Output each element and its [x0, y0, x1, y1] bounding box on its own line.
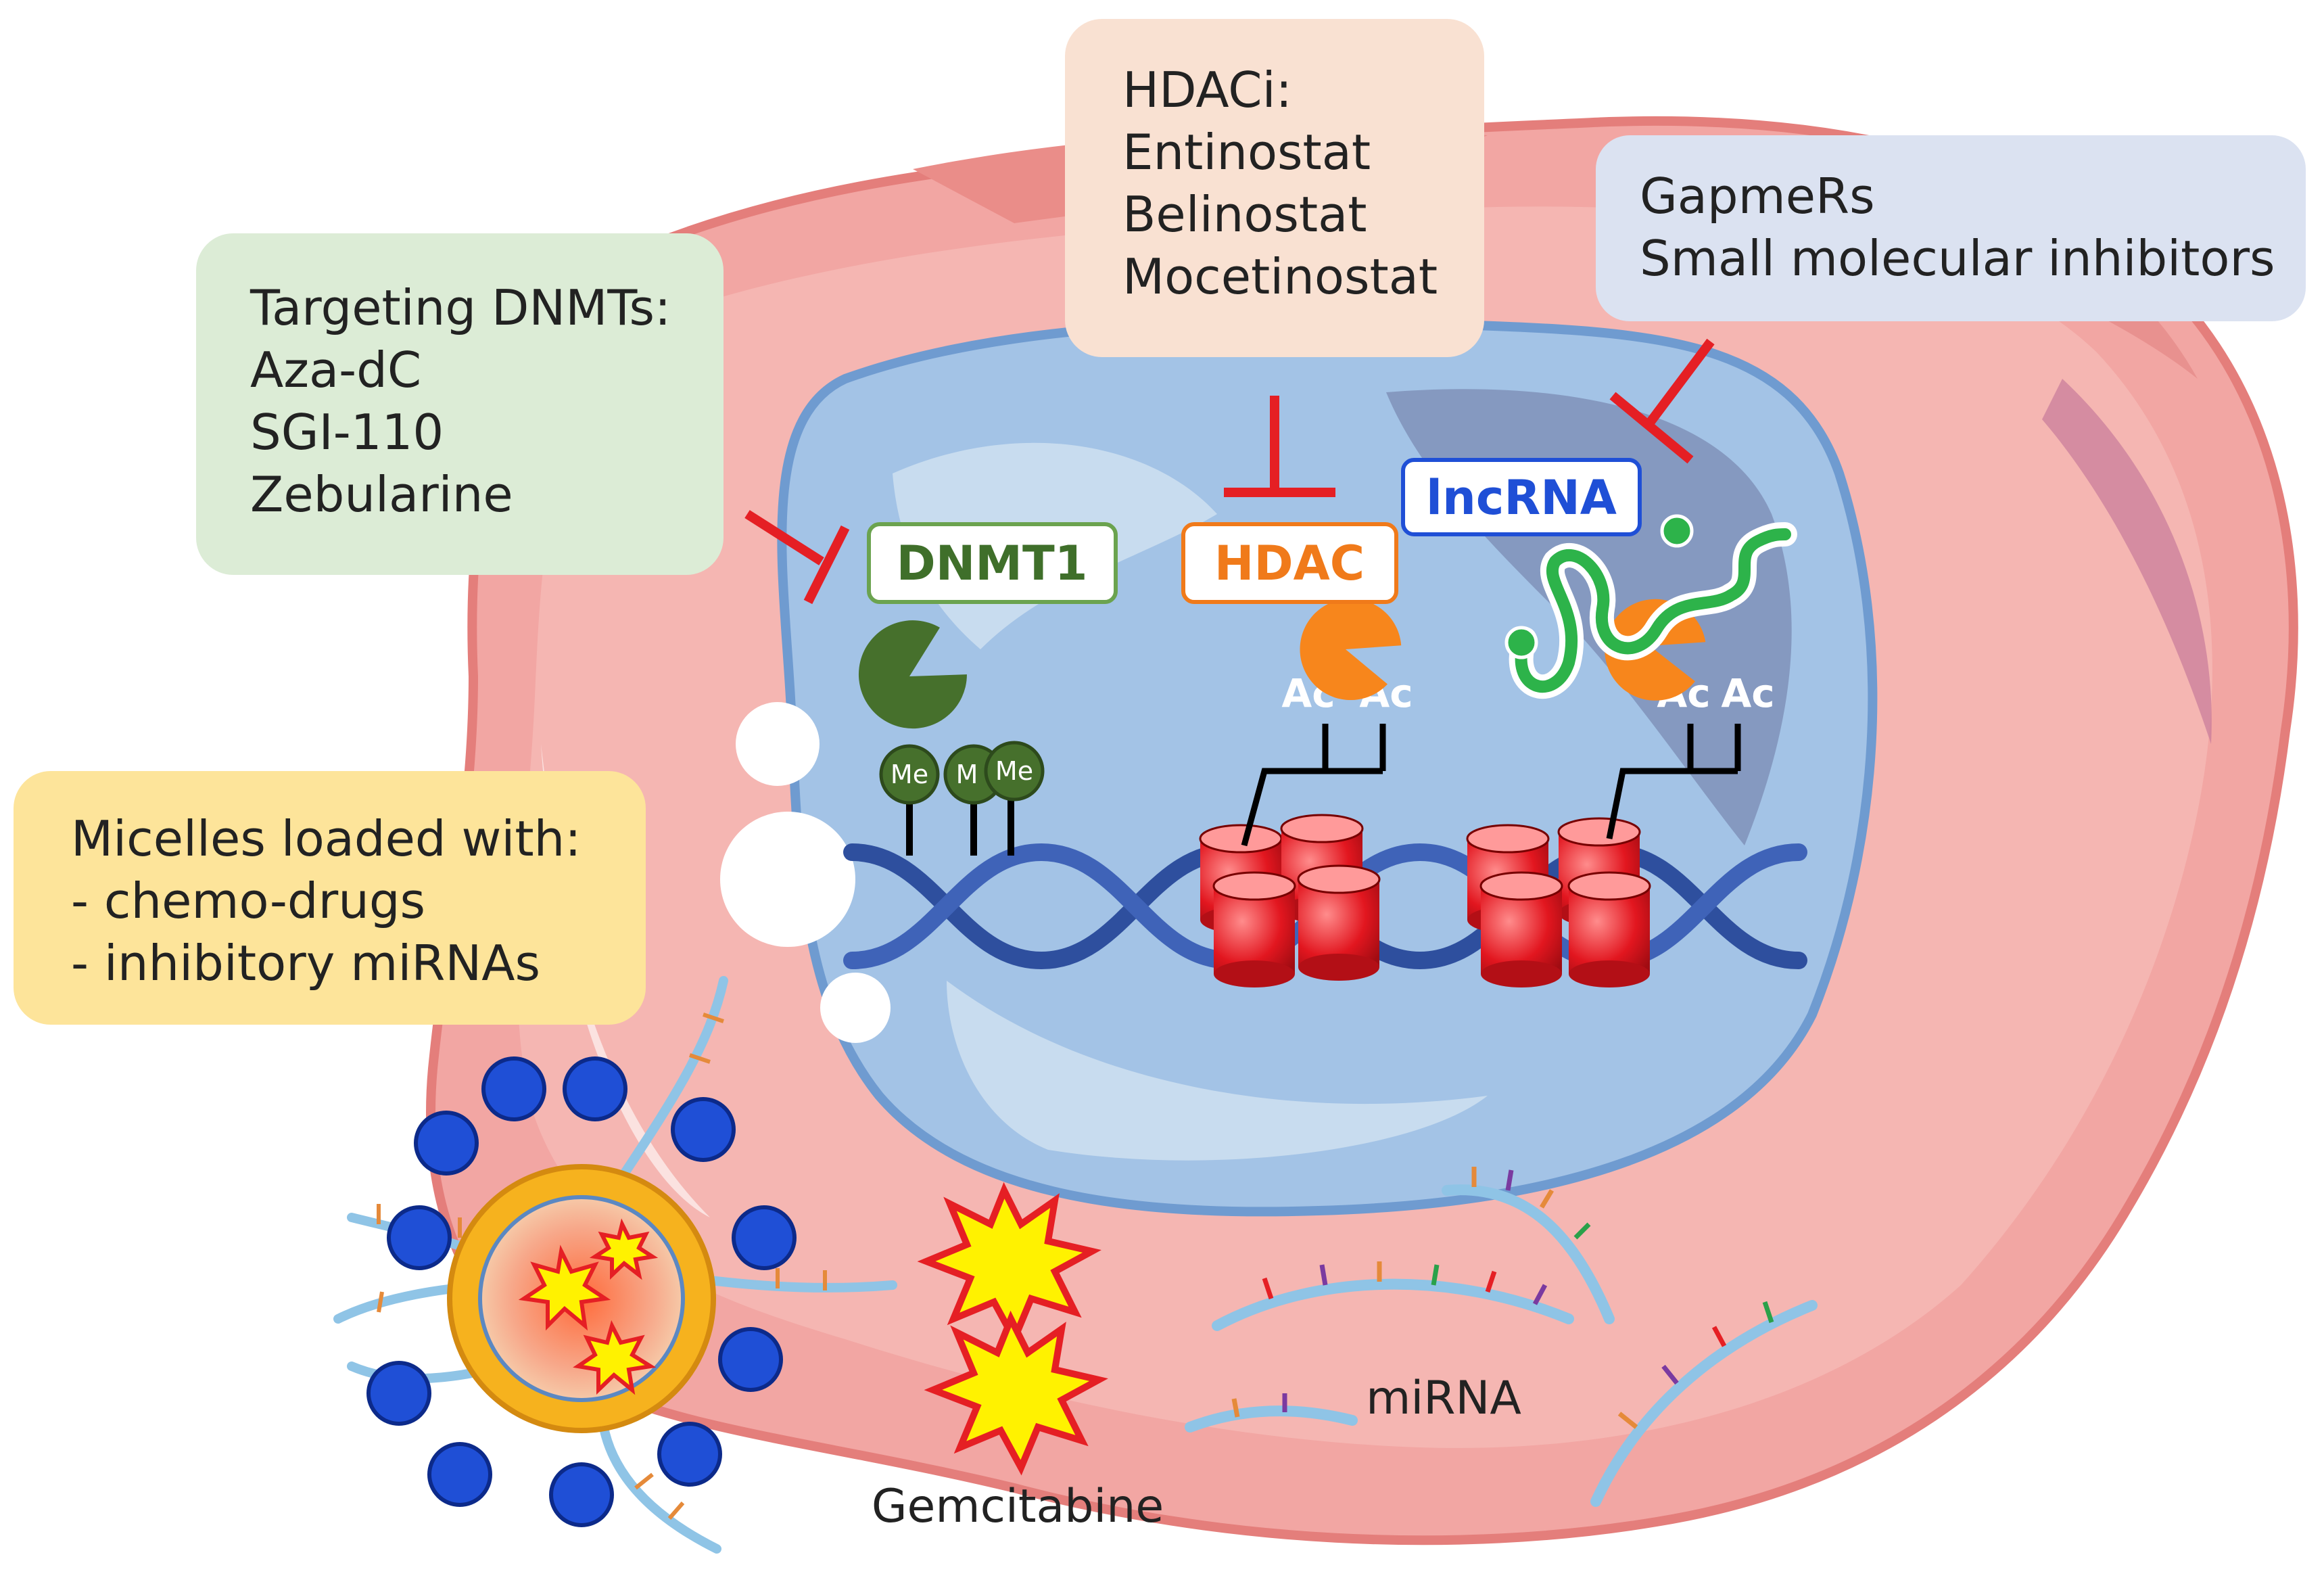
hdaci-box-line: Entinostat [1122, 124, 1371, 181]
nuclear-bubbles [720, 702, 891, 1043]
histone [1479, 871, 1563, 987]
hdac-tag: HDAC [1181, 522, 1398, 604]
mirna-strand [1590, 1300, 1818, 1507]
bubble [736, 702, 820, 786]
gapmer-box-line: GapmeRs [1640, 168, 1875, 225]
dnmt-box-line: SGI-110 [250, 404, 444, 461]
lncrna-inhibitor-symbol [1609, 338, 1715, 464]
gemcitabine-label: Gemcitabine [872, 1480, 1164, 1533]
gemcitabine-burst [924, 1310, 1108, 1476]
hdaci-box-line: HDACi: [1122, 62, 1292, 118]
micelles-box-line: - inhibitory miRNAs [71, 935, 540, 992]
dnmt1-tag: DNMT1 [867, 522, 1118, 604]
hdaci-box-line: Mocetinostat [1122, 248, 1438, 305]
dnmt1-tag-label: DNMT1 [897, 536, 1088, 591]
histone [1297, 864, 1381, 981]
mirna-strand [1212, 1278, 1574, 1331]
bubble [820, 973, 891, 1043]
me-bead [984, 741, 1045, 801]
ac-label: Ac [1721, 670, 1774, 716]
me-label: Me [891, 760, 928, 789]
histone [1212, 871, 1296, 987]
hdaci-box: HDACi: Entinostat Belinostat Mocetinosta… [1065, 19, 1484, 357]
mirna-strands [1185, 1184, 1818, 1507]
histone-cluster-lncrna: Ac Ac [1466, 670, 1775, 987]
gapmer-box-line: Small molecular inhibitors [1640, 230, 2275, 287]
lncrna-tag: lncRNA [1401, 458, 1642, 536]
lncrna-hdac-enzyme [1605, 599, 1706, 701]
me-label: M [956, 760, 978, 789]
lncrna-strand [1504, 514, 1797, 699]
nucleus-lower-highlight [947, 981, 1488, 1161]
dnmt-inhibitor-symbol [744, 510, 850, 605]
micelle-drug-bursts [518, 1218, 659, 1395]
hdac-enzyme [1300, 599, 1402, 700]
micelles-box-line: - chemo-drugs [71, 873, 425, 929]
inhibitor-symbols [744, 338, 1715, 605]
cell-fold-3 [2042, 379, 2212, 744]
methyl-marks: Me M Me [879, 741, 1045, 856]
lncrna-end [1504, 626, 1538, 659]
histone-tail [1241, 768, 1383, 847]
gemcitabine-bursts [917, 1182, 1108, 1476]
dnmt1-enzyme [858, 620, 967, 729]
micelle-proteins [366, 1056, 797, 1527]
dnmt-box-line: Zebularine [250, 466, 513, 523]
micelle [333, 976, 897, 1554]
lncrna-strand-line [1515, 528, 1791, 693]
gapmer-box: GapmeRs Small molecular inhibitors [1596, 135, 2306, 321]
lncrna-tag-label: lncRNA [1426, 470, 1617, 526]
histone-tail [1606, 768, 1738, 839]
histone-cluster-hdac: Ac Ac [1199, 670, 1413, 987]
mirna-strand [1185, 1405, 1358, 1433]
mirna-strand [1442, 1184, 1615, 1324]
lncrna-end [1660, 514, 1694, 548]
dnmt-box-line: Targeting DNMTs: [250, 279, 671, 336]
mirna-label: miRNA [1366, 1372, 1521, 1425]
me-bead [879, 744, 940, 805]
bubble [720, 812, 855, 947]
me-label: Me [995, 756, 1033, 786]
mirna-teeth [1231, 1167, 1774, 1429]
micelles-box-line: Micelles loaded with: [71, 810, 582, 867]
micelle-arm-teeth [377, 1013, 827, 1520]
histone [1567, 871, 1651, 987]
dnmt-box: Targeting DNMTs: Aza-dC SGI-110 Zebulari… [196, 233, 724, 575]
hdac-inhibitor-symbol [1224, 396, 1335, 497]
hdaci-box-line: Belinostat [1122, 186, 1367, 243]
dnmt-box-line: Aza-dC [250, 342, 421, 398]
hdac-tag-label: HDAC [1214, 536, 1365, 591]
micelles-box: Micelles loaded with: - chemo-drugs - in… [14, 771, 646, 1025]
